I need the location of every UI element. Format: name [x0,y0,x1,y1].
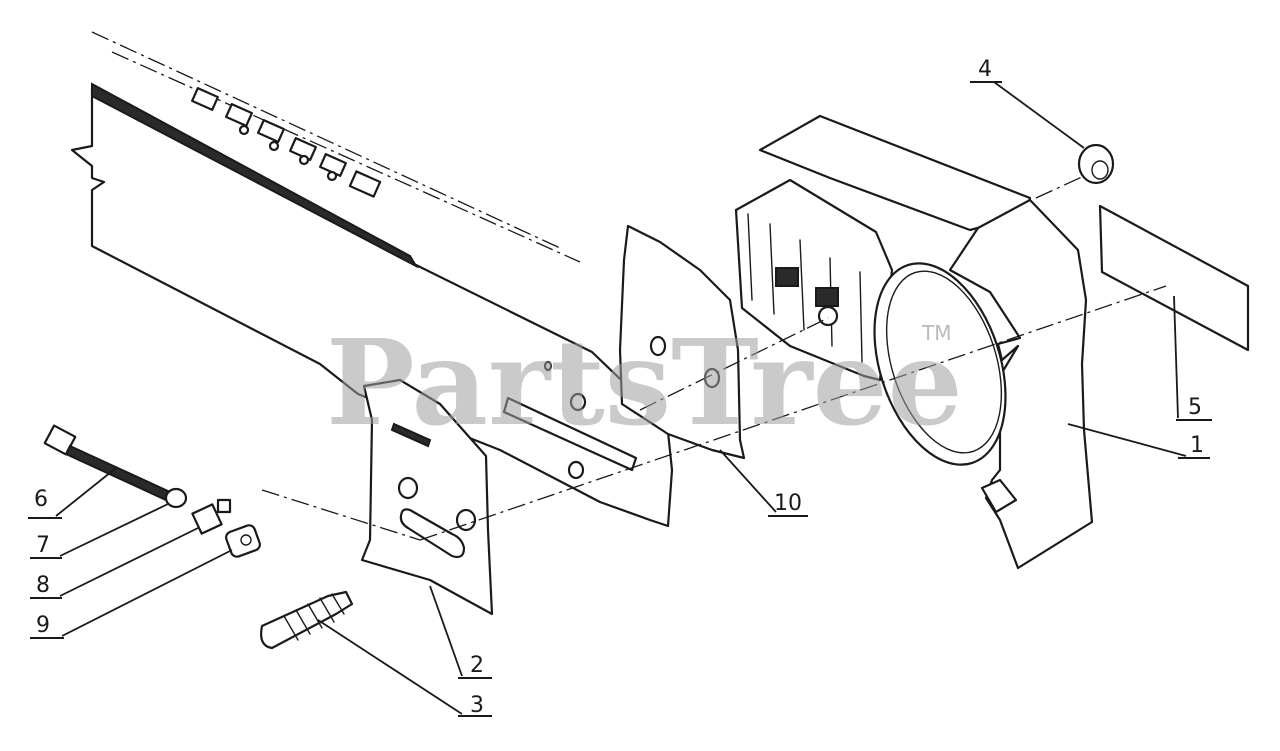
callout-2-leader [429,585,463,677]
adjusting-screw-thread [64,444,172,502]
sprocket-cover [734,114,1094,570]
chain-rivet-2 [268,140,280,152]
adjusting-nut [225,524,261,558]
adjusting-pin [191,498,232,535]
bar-stud-thread [283,593,345,641]
callout-3-leader [317,619,463,715]
adjusting-screw [43,424,172,502]
callout-8-label: 8 [36,573,50,598]
chain-centerline-top [91,31,561,249]
callout-4-leader [993,81,1085,149]
callout-5-label: 5 [1188,395,1202,420]
sprocket-cover-ribs [747,213,863,363]
callouts: 1 2 3 4 5 6 7 [28,57,1212,718]
callout-7-label: 7 [36,533,50,558]
adjusting-nut-hole [240,534,252,546]
centerline-cover [639,317,829,411]
callout-3-label: 3 [470,693,484,718]
chain-link-1 [191,87,219,111]
sprocket-cover-bottom-notch [980,478,1018,514]
adjusting-pin-body [191,503,223,535]
chain-rivet-1 [238,124,250,136]
watermark-text: PartsTree [326,313,963,452]
chain-link-4 [289,137,317,161]
chain-link-3 [257,119,285,143]
chain-link-6 [348,170,382,198]
bar-plate-inner-hole-1 [649,335,667,357]
adjusting-nut-body [225,524,261,558]
chain-centerline-mid [111,51,581,263]
adjusting-pin-stem [216,498,232,514]
callout-8-leader [59,527,199,597]
callout-1-label: 1 [1190,433,1204,458]
callout-5-leader [1173,295,1179,419]
bar-plate-outer [360,378,494,616]
bar-stud [260,590,354,650]
bar-nut [1077,143,1115,185]
sprocket-cover-housing [734,178,894,382]
sprocket-cover-rib-block-1 [775,267,799,287]
bar-nut-hole [1091,160,1109,180]
bar-nut-body [1077,143,1115,185]
guide-bar-hole-3 [543,360,553,372]
bar-plate-inner-body [618,224,746,460]
callout-1-leader [1067,423,1187,457]
bar-plate-outer-hole-2 [455,508,477,532]
guide-bar-slot [502,396,638,472]
callout-9-leader [61,549,233,637]
callout-7-leader [59,503,169,557]
sprocket-cover-rib-block-2 [815,287,839,307]
chain-rivet-3 [298,154,310,166]
callout-4-label: 4 [978,57,992,82]
bar-plate-outer-slot-top [390,422,432,448]
bar-stud-body [260,590,354,650]
watermark: PartsTree TM [326,313,963,452]
bar-plate-inner [618,224,746,460]
sprocket-cover-stud-hole [817,305,839,327]
assembly-centerlines [261,175,1167,541]
chain-rivet-4 [326,170,338,182]
washer [164,487,188,509]
bar-plate-outer-hole-1 [397,476,419,500]
callout-10-leader [719,449,777,513]
guide-bar-hole-1 [569,392,587,412]
bar-plate-outer-slot [399,508,466,559]
chain-link-2 [225,103,253,127]
watermark-trademark: TM [921,321,951,345]
guide-bar-hole-2 [567,460,585,480]
guide-bar [70,31,674,528]
guide-bar-rail [91,82,419,269]
callout-6-label: 6 [34,487,48,512]
callout-6-leader [55,467,117,517]
decal [1098,204,1250,352]
saw-chain [191,87,382,198]
callout-10-label: 10 [774,491,802,516]
callout-2-label: 2 [470,653,484,678]
centerline-nut [1035,175,1085,199]
callout-9-label: 9 [36,613,50,638]
centerline-stud [419,285,1167,541]
centerline-adjuster [261,489,421,541]
